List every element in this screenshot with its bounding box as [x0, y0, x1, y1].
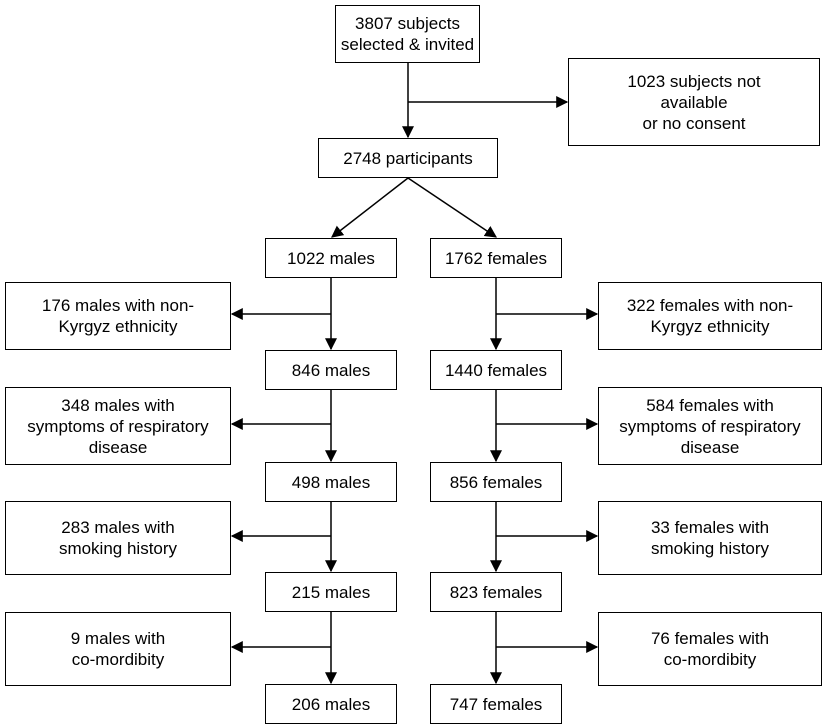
arrow-participants-to-females: [407, 177, 497, 238]
males-exclusion2-box: 348 males with symptoms of respiratory d…: [5, 387, 231, 465]
males-stage2-label: 846 males: [291, 360, 371, 380]
arrow-participants-to-males: [331, 177, 409, 238]
males-stage2-box: 846 males: [265, 350, 397, 390]
females-stage3-box: 856 females: [430, 462, 562, 502]
selected-invited-box: 3807 subjects selected & invited: [335, 5, 480, 63]
females-stage2-box: 1440 females: [430, 350, 562, 390]
females-stage1-label: 1762 females: [444, 248, 548, 268]
males-stage5-box: 206 males: [265, 684, 397, 724]
males-stage1-box: 1022 males: [265, 238, 397, 278]
females-exclusion3-label: 33 females with smoking history: [650, 518, 770, 558]
females-exclusion2-label: 584 females with symptoms of respiratory…: [619, 395, 801, 457]
males-exclusion3-box: 283 males with smoking history: [5, 501, 231, 575]
selected-invited-label: 3807 subjects selected & invited: [340, 14, 475, 54]
participants-label: 2748 participants: [343, 148, 473, 168]
females-stage5-box: 747 females: [430, 684, 562, 724]
males-exclusion1-box: 176 males with non- Kyrgyz ethnicity: [5, 282, 231, 350]
females-exclusion4-box: 76 females with co-mordibity: [598, 612, 822, 686]
participants-box: 2748 participants: [318, 138, 498, 178]
males-stage3-label: 498 males: [291, 472, 371, 492]
males-exclusion3-label: 283 males with smoking history: [58, 518, 178, 558]
females-exclusion1-box: 322 females with non- Kyrgyz ethnicity: [598, 282, 822, 350]
males-exclusion4-box: 9 males with co-mordibity: [5, 612, 231, 686]
females-exclusion3-box: 33 females with smoking history: [598, 501, 822, 575]
males-stage5-label: 206 males: [291, 694, 371, 714]
females-stage2-label: 1440 females: [444, 360, 548, 380]
males-stage4-box: 215 males: [265, 572, 397, 612]
not-available-box: 1023 subjects not available or no consen…: [568, 58, 820, 146]
males-exclusion4-label: 9 males with co-mordibity: [70, 629, 166, 669]
females-stage1-box: 1762 females: [430, 238, 562, 278]
males-exclusion2-label: 348 males with symptoms of respiratory d…: [27, 395, 209, 457]
females-exclusion2-box: 584 females with symptoms of respiratory…: [598, 387, 822, 465]
males-stage4-label: 215 males: [291, 582, 371, 602]
males-exclusion1-label: 176 males with non- Kyrgyz ethnicity: [41, 296, 195, 336]
males-stage1-label: 1022 males: [287, 248, 375, 268]
females-stage3-label: 856 females: [449, 472, 543, 492]
males-stage3-box: 498 males: [265, 462, 397, 502]
females-stage4-box: 823 females: [430, 572, 562, 612]
females-exclusion4-label: 76 females with co-mordibity: [650, 629, 770, 669]
females-exclusion1-label: 322 females with non- Kyrgyz ethnicity: [626, 296, 794, 336]
females-stage4-label: 823 females: [449, 582, 543, 602]
not-available-label: 1023 subjects not available or no consen…: [627, 71, 761, 133]
females-stage5-label: 747 females: [449, 694, 543, 714]
